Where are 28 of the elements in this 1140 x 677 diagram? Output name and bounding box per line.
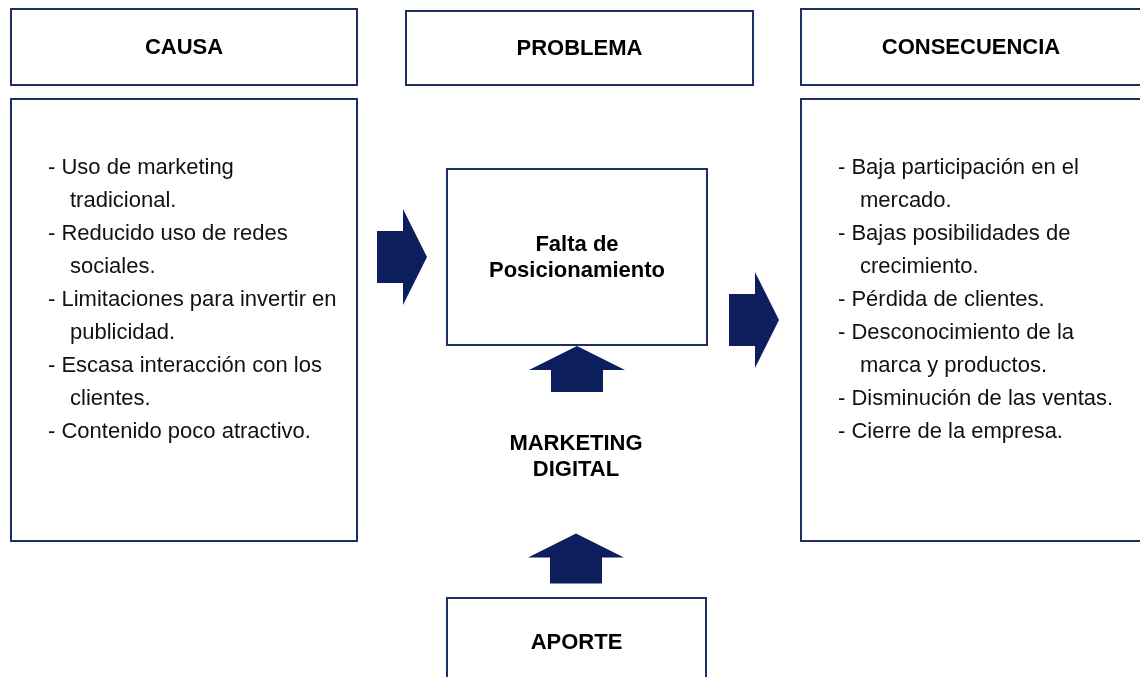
box-title: PROBLEMA	[516, 35, 643, 61]
list-box	[800, 98, 1140, 542]
list-box	[10, 98, 358, 542]
box-title: CONSECUENCIA	[881, 34, 1061, 60]
block-arrow	[729, 272, 779, 368]
list-item: - Escasa interacción con los clientes.	[48, 351, 323, 412]
problem-box	[446, 168, 708, 346]
box-title: APORTE	[530, 629, 623, 655]
list-item: - Contenido poco atractivo.	[48, 417, 312, 445]
list-item: - Baja participación en el mercado.	[838, 153, 1080, 214]
box-title: Falta de Posicionamiento	[487, 231, 666, 283]
list-item: - Cierre de la empresa.	[838, 417, 1064, 445]
header-box	[405, 10, 754, 86]
header-box	[10, 8, 358, 86]
list-item: - Bajas posibilidades de crecimiento.	[838, 219, 1072, 280]
block-arrow	[377, 209, 427, 305]
list-item: - Reducido uso de redes sociales.	[48, 219, 289, 280]
block-arrow	[529, 346, 625, 392]
list-item: - Desconocimiento de la marca y productos.	[838, 318, 1075, 379]
header-box	[446, 597, 707, 677]
list-item: - Pérdida de clientes.	[838, 285, 1046, 313]
list-item: - Limitaciones para invertir en publicidad.	[48, 285, 338, 346]
list-item: - Uso de marketing tradicional.	[48, 153, 235, 214]
box-title: CAUSA	[144, 34, 224, 60]
list-item: - Disminución de las ventas.	[838, 384, 1115, 412]
block-arrow	[528, 533, 624, 584]
header-box	[800, 8, 1140, 86]
center-label: MARKETING DIGITAL	[508, 430, 644, 482]
